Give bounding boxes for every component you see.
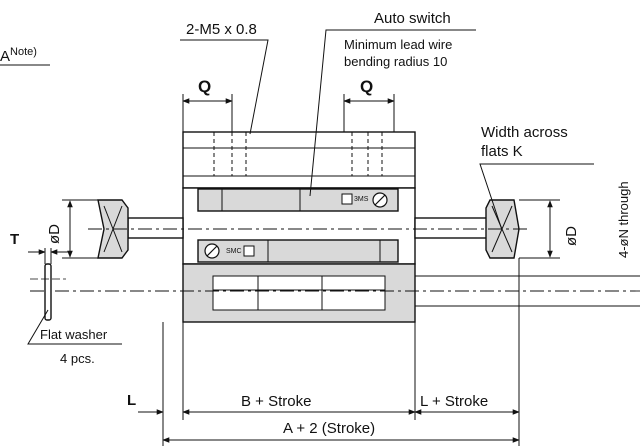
m5-holes bbox=[213, 132, 383, 176]
switch-screw-bottom bbox=[204, 243, 220, 259]
right-rod bbox=[414, 199, 520, 259]
switch-badge-top-box bbox=[341, 193, 353, 205]
width-across-leader bbox=[479, 163, 594, 231]
note-a-letter: A bbox=[0, 48, 11, 65]
auto-switch-label: Auto switch bbox=[374, 10, 451, 27]
flat-washer-label: Flat washer bbox=[40, 327, 108, 342]
l-left-label: L bbox=[127, 392, 137, 409]
t-label: T bbox=[10, 231, 20, 248]
switch-badge-bottom-text: SMC bbox=[226, 248, 242, 255]
switch-badge-top-text: 3MS bbox=[354, 196, 369, 203]
q-left-dimension bbox=[182, 94, 233, 132]
phi-d-left-label: øD bbox=[46, 224, 63, 244]
note-a-sup: Note) bbox=[10, 46, 37, 58]
phi-d-right-label: øD bbox=[563, 226, 580, 246]
switch-badge-bottom-box bbox=[243, 245, 255, 257]
lower-section bbox=[182, 263, 416, 323]
l-stroke-label: L + Stroke bbox=[420, 393, 489, 410]
phi-d-right-dimension bbox=[519, 199, 560, 259]
auto-switch-leader bbox=[309, 29, 476, 197]
q-left-label: Q bbox=[198, 77, 212, 96]
top-block bbox=[182, 131, 416, 189]
a-stroke-label: A + 2 (Stroke) bbox=[283, 420, 376, 437]
washer-leader bbox=[27, 309, 122, 345]
min-lead-line-2: bending radius 10 bbox=[344, 54, 448, 69]
min-lead-line-1: Minimum lead wire bbox=[344, 37, 453, 52]
pcs-label: 4 pcs. bbox=[60, 351, 95, 366]
bottom-dimensions bbox=[138, 258, 520, 446]
phi-d-left-dimension bbox=[62, 199, 98, 259]
m5-label: 2-M5 x 0.8 bbox=[186, 21, 257, 38]
switch-screw-top bbox=[372, 192, 388, 208]
t-dimension bbox=[28, 248, 70, 264]
note-a-label: ANote) bbox=[0, 46, 37, 65]
b-stroke-label: B + Stroke bbox=[241, 393, 312, 410]
flat-washer bbox=[30, 263, 66, 321]
through-hole-lines bbox=[415, 275, 640, 307]
m5-leader bbox=[180, 39, 269, 135]
width-across-line-2: flats K bbox=[481, 143, 523, 160]
q-right-dimension bbox=[343, 94, 395, 132]
q-right-label: Q bbox=[360, 77, 374, 96]
through-hole-label: 4-øN through bbox=[616, 181, 631, 258]
width-across-line-1: Width across bbox=[481, 124, 568, 141]
centerlines bbox=[30, 228, 640, 292]
